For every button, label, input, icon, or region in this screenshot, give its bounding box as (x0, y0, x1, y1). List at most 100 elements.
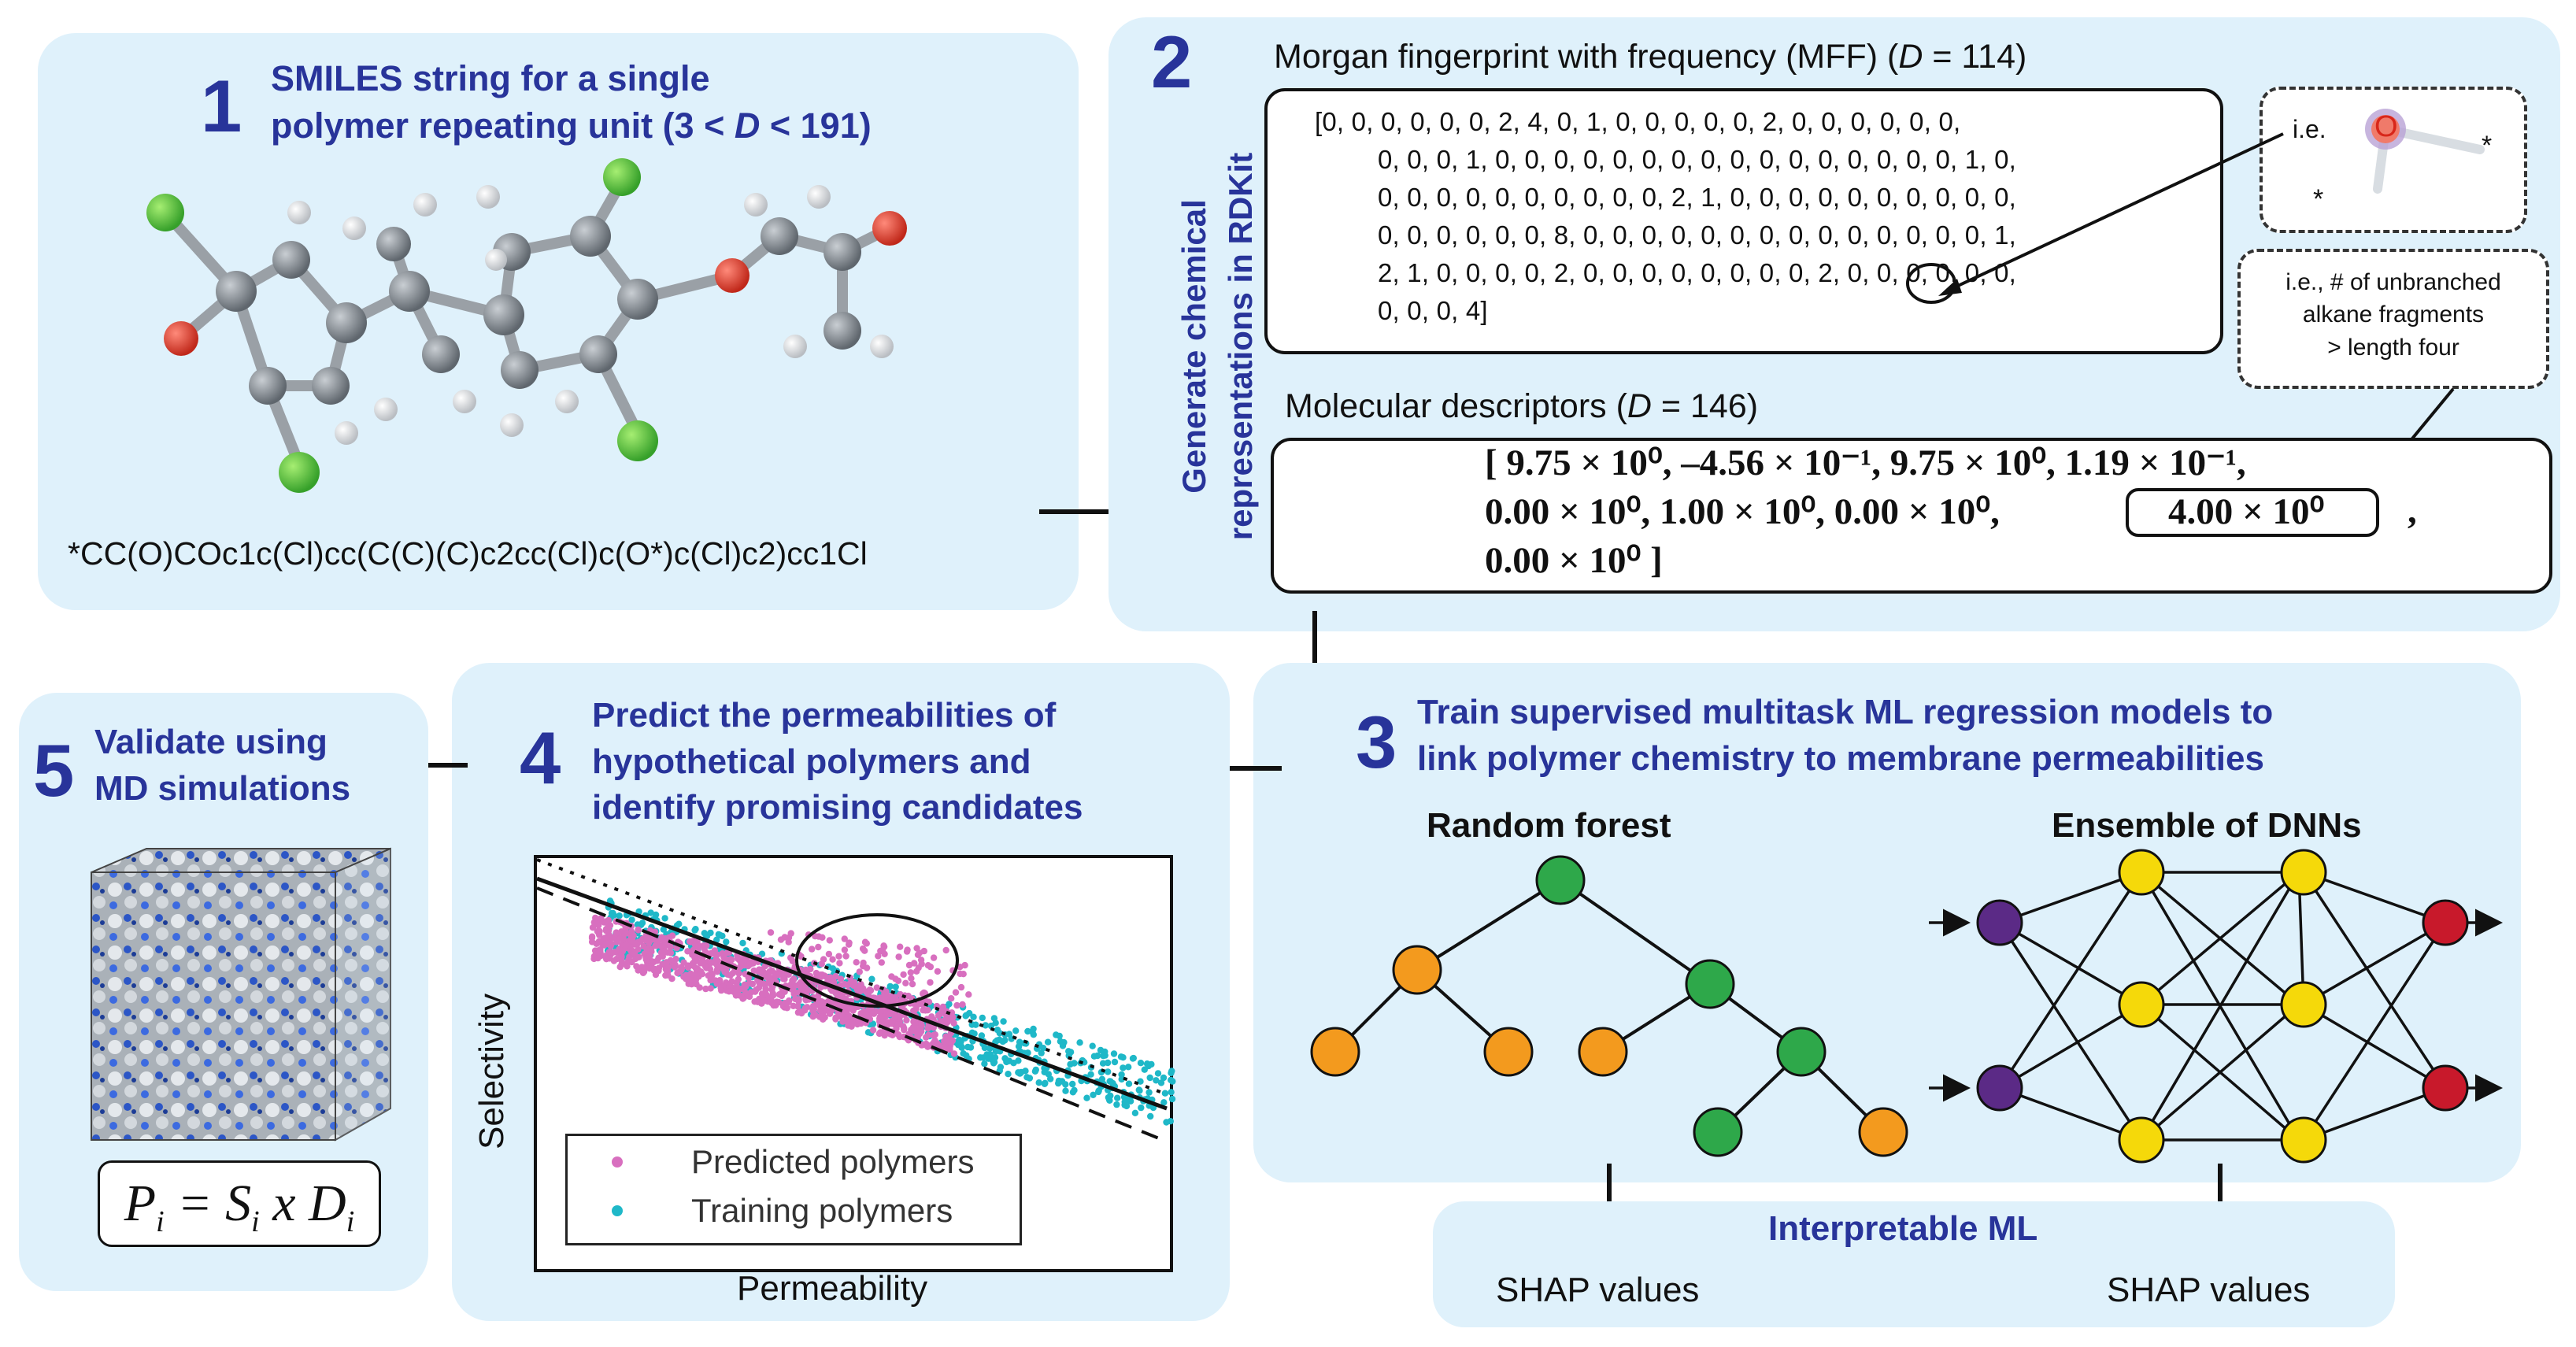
predicted-polymer-point (692, 971, 700, 979)
training-polymer-point (967, 1044, 975, 1051)
training-polymer-point (707, 929, 714, 937)
step4-title-line2: hypothetical polymers and (592, 742, 1031, 781)
training-polymer-point (1053, 1031, 1060, 1038)
training-polymer-point (1081, 1059, 1088, 1066)
training-polymer-point (970, 1013, 977, 1020)
predicted-polymer-point (835, 953, 842, 960)
rf-node (1310, 1027, 1360, 1077)
training-polymer-point (1113, 1101, 1120, 1108)
predicted-polymer-point (846, 939, 853, 946)
legend-label-training: Training polymers (691, 1192, 953, 1229)
predicted-polymer-point (785, 938, 792, 945)
mff-line: 0, 0, 0, 0, 0, 0, 8, 0, 0, 0, 0, 0, 0, 0… (1378, 220, 2017, 250)
legend-label-predicted: Predicted polymers (691, 1143, 975, 1180)
predicted-polymer-point (922, 1007, 929, 1014)
predicted-polymer-point (646, 952, 653, 960)
predicted-polymer-point (797, 1008, 804, 1016)
predicted-polymer-point (881, 950, 888, 957)
predicted-polymer-point (643, 946, 650, 954)
step1-title: SMILES string for a single polymer repea… (271, 55, 872, 150)
predicted-polymer-point (652, 942, 659, 949)
predicted-polymer-point (702, 985, 709, 993)
training-polymer-point (1094, 1052, 1101, 1060)
dnn-hidden-node (2118, 981, 2165, 1028)
predicted-polymer-point (914, 1034, 921, 1041)
training-polymer-point (1062, 1087, 1069, 1094)
md-line2a: 0.00 × 10⁰, 1.00 × 10⁰, 0.00 × 10⁰, (1485, 491, 2000, 532)
rf-node (1685, 959, 1735, 1009)
dnn-hidden-node (2118, 849, 2165, 896)
predicted-polymer-point (948, 1039, 955, 1046)
md-line3: 0.00 × 10⁰ ] (1485, 540, 1663, 581)
predicted-polymer-point (942, 946, 949, 954)
predicted-polymer-point (667, 949, 675, 957)
predicted-polymer-point (914, 951, 922, 958)
training-polymer-point (1094, 1088, 1102, 1096)
step5-title: Validate using MD simulations (94, 720, 350, 812)
predicted-polymer-point (790, 987, 798, 995)
mff-line: 0, 0, 0, 1, 0, 0, 0, 0, 0, 0, 0, 0, 0, 0… (1378, 145, 2017, 174)
step3-panel (1253, 663, 2521, 1182)
predicted-polymer-point (738, 959, 745, 966)
md-title: Molecular descriptors (D = 146) (1285, 387, 1759, 425)
training-polymer-point (991, 1054, 999, 1061)
fragment-ie-label: i.e. (2293, 115, 2326, 143)
predicted-polymer-point (616, 964, 624, 971)
predicted-polymer-point (605, 916, 613, 924)
step3-number: 3 (1356, 701, 1397, 783)
predicted-polymer-point (592, 914, 599, 922)
predicted-polymer-point (635, 967, 642, 974)
training-polymer-point (1105, 1068, 1112, 1075)
training-polymer-point (1100, 1052, 1107, 1060)
mff-line: [0, 0, 0, 0, 0, 0, 2, 4, 0, 1, 0, 0, 0, … (1315, 107, 1961, 136)
predicted-polymer-point (603, 940, 610, 948)
predicted-polymer-point (881, 993, 889, 1000)
predicted-polymer-point (875, 1030, 883, 1038)
predicted-polymer-point (756, 968, 764, 975)
predicted-polymer-point (957, 970, 964, 978)
training-polymer-point (1069, 1080, 1076, 1088)
predicted-polymer-point (902, 979, 909, 986)
candidates-circle (795, 913, 959, 1008)
note-line: alkane fragments (2302, 302, 2485, 328)
training-polymer-point (957, 1038, 964, 1045)
predicted-polymer-point (749, 980, 757, 988)
dnn-hidden-node (2280, 849, 2327, 896)
training-polymer-point (1099, 1060, 1107, 1067)
step4-title-line3: identify promising candidates (592, 788, 1083, 827)
predicted-polymer-point (795, 996, 802, 1003)
predicted-polymer-point (894, 1031, 902, 1038)
predicted-polymer-point (801, 1005, 809, 1012)
predicted-polymer-point (719, 950, 726, 957)
predicted-polymer-point (635, 953, 642, 960)
predicted-polymer-point (876, 1015, 883, 1023)
training-polymer-point (1121, 1098, 1128, 1105)
predicted-polymer-point (897, 990, 904, 998)
rf-node (1483, 1027, 1534, 1077)
mff-line: 0, 0, 0, 0, 0, 0, 0, 0, 0, 0, 2, 1, 0, 0… (1378, 183, 2017, 212)
training-polymer-point (981, 1044, 989, 1052)
predicted-polymer-point (632, 940, 639, 947)
training-polymer-point (1147, 1112, 1154, 1120)
training-polymer-point (968, 1021, 975, 1028)
legend-marker-predicted (612, 1156, 623, 1168)
predicted-polymer-point (842, 953, 849, 960)
training-polymer-point (1168, 1095, 1176, 1103)
predicted-polymer-point (707, 985, 714, 992)
rf-node (1578, 1027, 1628, 1077)
training-polymer-point (1031, 1068, 1039, 1075)
training-polymer-point (1041, 1080, 1049, 1087)
predicted-polymer-point (930, 954, 938, 961)
predicted-polymer-point (687, 977, 694, 984)
predicted-polymer-point (733, 982, 740, 990)
training-polymer-point (661, 915, 668, 922)
training-polymer-point (996, 1030, 1003, 1037)
predicted-polymer-point (878, 959, 885, 966)
training-polymer-point (1000, 1018, 1007, 1025)
predicted-polymer-point (663, 959, 670, 966)
note-text: i.e., # of unbranched alkane fragments >… (2244, 266, 2543, 364)
predicted-polymer-point (931, 1031, 938, 1038)
predicted-polymer-point (635, 927, 642, 934)
predicted-polymer-point (640, 964, 648, 971)
step5-number: 5 (33, 729, 75, 812)
